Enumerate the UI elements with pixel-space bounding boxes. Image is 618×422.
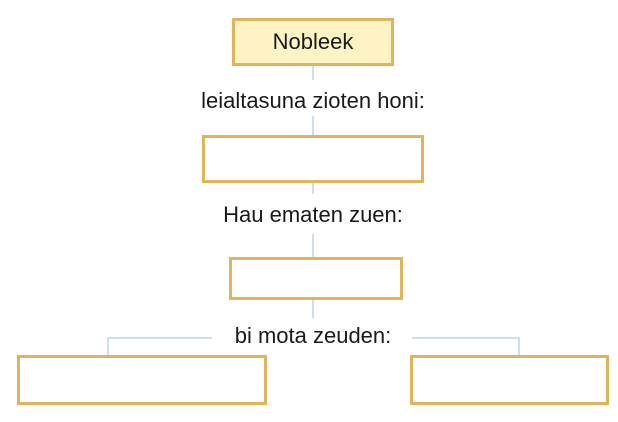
connector-step3-to-left-box [107, 337, 212, 356]
connector-step3-to-right-box [412, 337, 520, 356]
answer-box-left[interactable] [17, 355, 267, 405]
root-node: Nobleek [232, 18, 394, 66]
step-label-2: Hau ematen zuen: [203, 202, 423, 228]
root-node-label: Nobleek [272, 29, 354, 54]
answer-box-right[interactable] [410, 355, 609, 405]
answer-box-2[interactable] [229, 257, 403, 300]
step-label-1: leialtasuna zioten honi: [188, 88, 438, 114]
step-label-3: bi mota zeuden: [218, 323, 408, 349]
answer-box-1[interactable] [202, 135, 424, 183]
